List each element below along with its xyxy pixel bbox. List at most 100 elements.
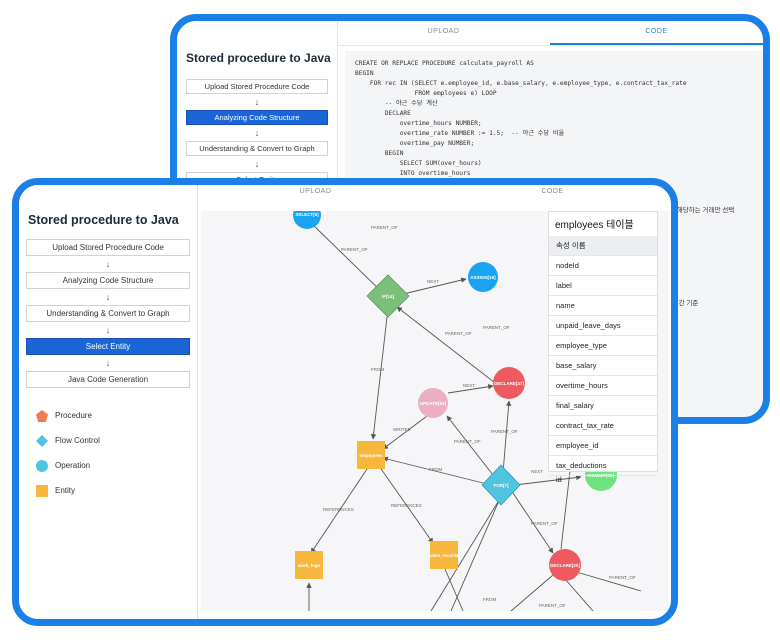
edge [308,220,388,298]
step-analyzing-code-structure[interactable]: Analyzing Code Structure [26,272,190,289]
back-arrow-down-icon: ↓ [254,159,260,169]
node-label: sales_records [429,553,460,558]
step-understanding-convert-graph[interactable]: Understanding & Convert to Graph [26,305,190,322]
edge [382,456,492,486]
legend-item-operation: Operation [35,453,100,478]
node-assign[interactable]: ASSIGN[19] [468,262,498,292]
tab-code[interactable]: CODE [541,188,564,195]
property-row[interactable]: employee_id [549,436,657,456]
edge [572,570,642,592]
back-code-fragment: 에 해당하는 거래만 선택 [669,207,735,214]
edge-label: NEXT [531,469,543,474]
node-label: FOR[7] [494,483,510,488]
code-line: INTO overtime_hours [355,170,471,177]
edge-label: NEXT [463,383,475,388]
property-row[interactable]: name [549,296,657,316]
edge-label: PARENT_OF [539,603,566,608]
panel-header: 속성 이름 [549,236,657,256]
legend-label: Flow Control [55,436,100,445]
code-line: BEGIN [355,150,404,157]
legend-item-procedure: Procedure [35,403,100,428]
code-line: BEGIN [355,70,374,77]
node-if[interactable]: IF[14] [366,274,410,318]
tab-bar: UPLOAD CODE [197,185,671,201]
edge [514,474,582,486]
edge-label: REFERENCES [391,503,422,508]
tab-upload[interactable]: UPLOAD [299,188,332,195]
edge [446,415,494,476]
graph-nodes: SELECT[5] IF[14] ASSIGN[19] DECLARE[47] … [293,211,617,581]
property-row[interactable]: id [556,476,562,484]
entity-properties-panel: employees 테이블 속성 이름 nodeId label name un… [548,211,658,484]
edge [378,465,434,544]
edge [502,400,512,474]
code-line: overtime_rate NUMBER := 1.5; -- 야근 수당 비율 [355,130,565,137]
back-tab-code[interactable]: CODE [550,21,763,45]
property-row[interactable]: overtime_hours [549,376,657,396]
edge [396,306,500,387]
node-update[interactable]: UPDATE[53] [418,388,448,418]
step-upload-stored-procedure[interactable]: Upload Stored Procedure Code [26,239,190,256]
edge [512,492,554,554]
node-employees[interactable]: employees [357,441,385,469]
graph-svg[interactable]: PARENT_OF PARENT_OF NEXT PARENT_OF PAREN… [201,211,669,611]
node-select[interactable]: SELECT[5] [293,211,321,229]
edge [310,465,370,554]
legend: Procedure Flow Control Operation Entity [35,403,100,503]
node-label: DECLARE[28] [550,563,580,568]
back-tab-upload[interactable]: UPLOAD [427,28,460,35]
node-label: SELECT[5] [295,212,319,217]
node-declare-47[interactable]: DECLARE[47] [493,367,525,399]
back-step-analyzing[interactable]: Analyzing Code Structure [186,110,328,125]
edge [447,384,494,394]
property-row[interactable]: contract_tax_rate [549,416,657,436]
edge-label: PARENT_OF [371,225,398,230]
step-java-code-generation[interactable]: Java Code Generation [26,371,190,388]
back-sidebar-title: Stored procedure to Java [186,51,331,65]
circle-icon [36,459,48,472]
node-declare-28[interactable]: DECLARE[28] [549,549,581,581]
edge-label: FROM [429,467,442,472]
node-label: work_logs [297,563,321,568]
node-for[interactable]: FOR[7] [481,464,521,506]
node-sales-records[interactable]: sales_records [429,541,460,569]
back-step-upload[interactable]: Upload Stored Procedure Code [186,79,328,94]
property-row[interactable]: unpaid_leave_days [549,316,657,336]
edge [398,277,467,296]
node-work-logs[interactable]: work_logs [295,551,323,579]
edge-label: NEXT [427,279,439,284]
edge-label: PARENT_OF [531,521,558,526]
node-label: UPDATE[53] [420,401,447,406]
back-arrow-down-icon: ↓ [254,128,260,138]
node-label: employees [359,453,383,458]
node-label: DECLARE[47] [494,381,524,386]
page-title: Stored procedure to Java [28,213,179,227]
back-code-fragment: 0시간 기준 [669,300,699,307]
code-line: overtime_hours NUMBER; [355,120,482,127]
edge [564,578,594,611]
property-row[interactable]: final_salary [549,396,657,416]
property-row[interactable]: base_salary [549,356,657,376]
code-line: -- 야근 수당 계산 [355,100,438,107]
graph-edge-labels: PARENT_OF PARENT_OF NEXT PARENT_OF PAREN… [323,225,636,608]
arrow-down-icon: ↓ [105,292,111,302]
property-row[interactable]: employee_type [549,336,657,356]
property-row[interactable]: nodeId [549,256,657,276]
panel-title: employees 테이블 [555,220,634,231]
edge [450,495,502,611]
diamond-icon [36,434,48,447]
edge-label: WRITES [393,427,411,432]
edge-label: REFERENCES [323,507,354,512]
node-label: IF[14] [382,294,395,299]
back-arrow-down-icon: ↓ [254,97,260,107]
legend-item-flow-control: Flow Control [35,428,100,453]
property-row[interactable]: label [549,276,657,296]
edge-label: PARENT_OF [454,439,481,444]
back-step-understanding[interactable]: Understanding & Convert to Graph [186,141,328,156]
sidebar: Stored procedure to Java Upload Stored P… [19,185,198,619]
property-row[interactable]: tax_deductions [549,456,657,476]
legend-label: Operation [55,461,91,470]
edge [510,574,554,611]
step-select-entity[interactable]: Select Entity [26,338,190,355]
edge-label: PARENT_OF [341,247,368,252]
